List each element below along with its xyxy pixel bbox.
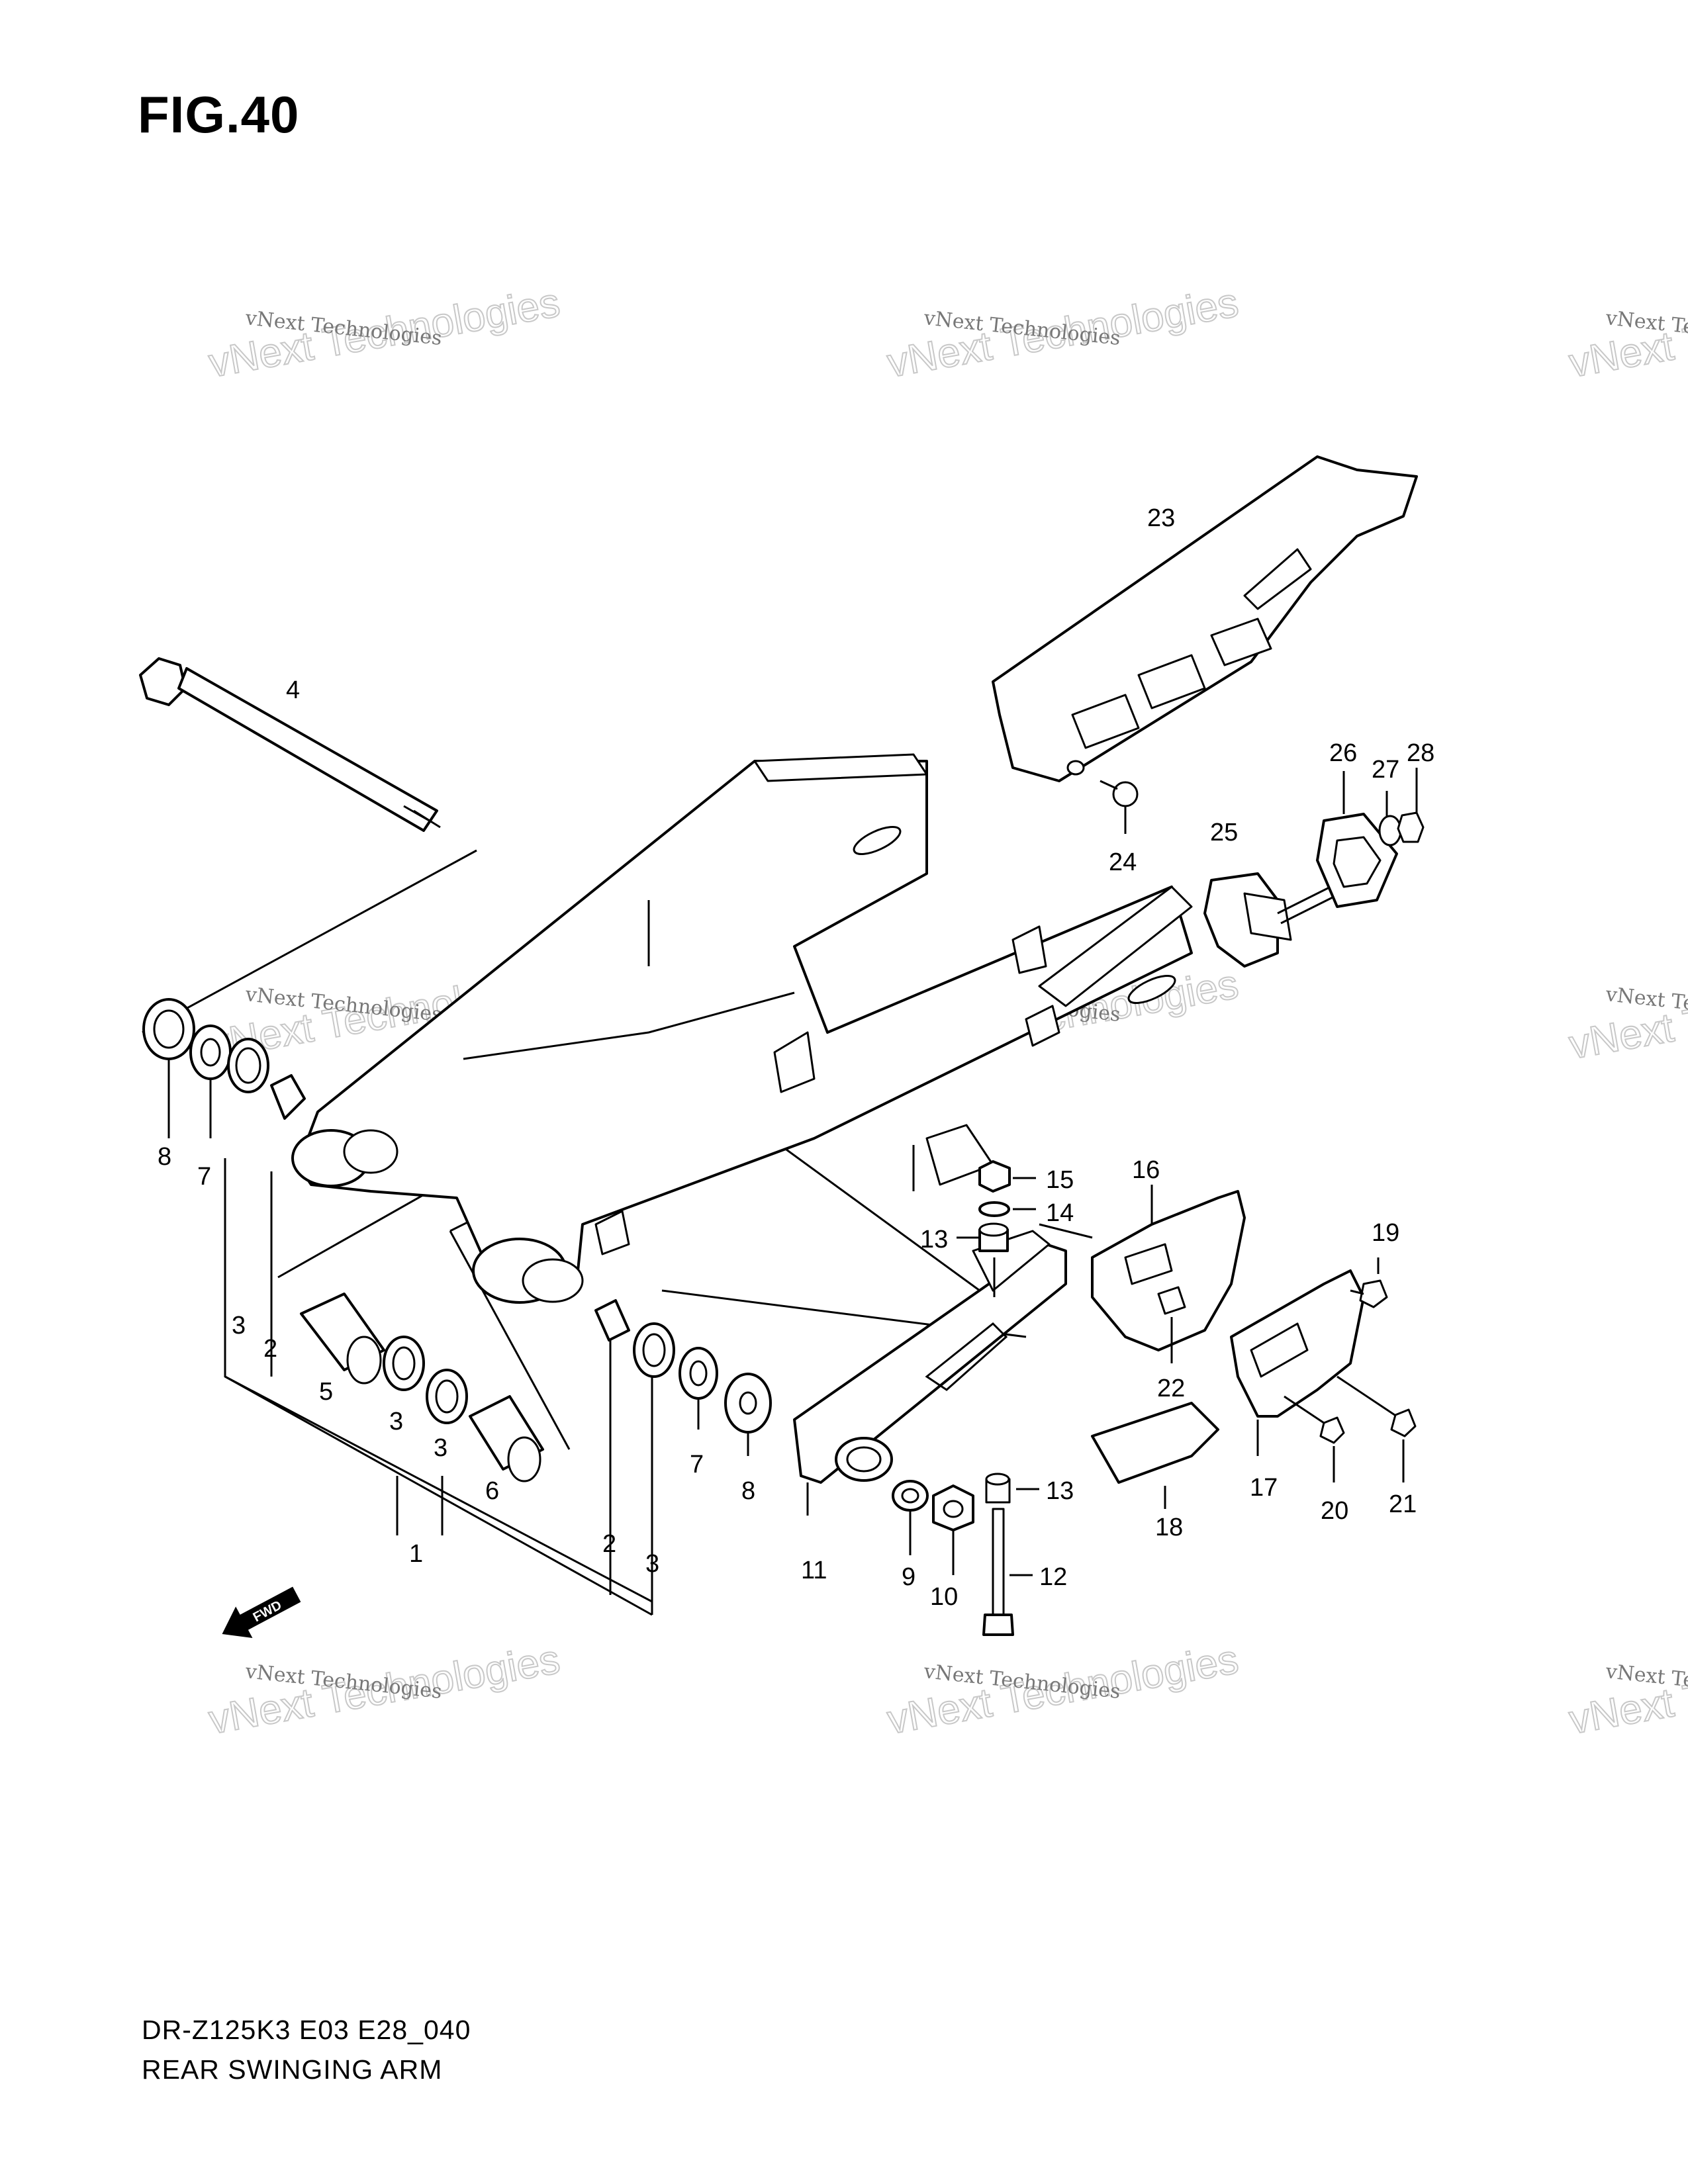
- callout-label: 8: [741, 1477, 755, 1505]
- callout-labels: 4 23 24 25 26 27 28 8 7 3 2 5 3 3 6 1 2 …: [158, 504, 1434, 1611]
- upper-nut-stack: [957, 1160, 1036, 1297]
- callout-label: 2: [602, 1530, 616, 1558]
- watermark: vNext Technologies: [1566, 962, 1688, 1068]
- callout-label: 18: [1155, 1514, 1183, 1541]
- callout-label: 27: [1372, 756, 1399, 784]
- callout-label: 3: [645, 1550, 659, 1578]
- nut-washer: [892, 1480, 974, 1575]
- pin-22: [1157, 1286, 1186, 1363]
- callout-label: 22: [1157, 1375, 1185, 1402]
- callout-label: 7: [197, 1163, 211, 1191]
- pivot-bolt: [139, 657, 441, 832]
- callout-label: 23: [1147, 504, 1175, 532]
- callout-label: 21: [1389, 1490, 1417, 1518]
- lower-bolt: [982, 1473, 1039, 1636]
- plate-17: [1230, 1269, 1365, 1456]
- bolts-20-21: [1284, 1375, 1417, 1482]
- callout-label: 1: [409, 1540, 423, 1568]
- callout-label: 19: [1372, 1219, 1399, 1247]
- callout-label: 16: [1132, 1156, 1160, 1184]
- collar-stack: [300, 1293, 544, 1482]
- callout-label: 13: [920, 1226, 948, 1253]
- bolt-24: [1100, 780, 1139, 834]
- callout-label: 10: [930, 1583, 958, 1611]
- callout-label: 5: [319, 1378, 333, 1406]
- callout-label: 15: [1046, 1166, 1074, 1194]
- callout-label: 11: [801, 1557, 827, 1584]
- chain-case: [992, 455, 1418, 782]
- callout-label: 20: [1321, 1497, 1348, 1525]
- callout-label: 4: [286, 676, 300, 704]
- callout-label: 28: [1407, 739, 1434, 767]
- callout-label: 12: [1039, 1563, 1067, 1591]
- diagram-caption: REAR SWINGING ARM: [142, 2054, 443, 2085]
- swing-arm: [291, 753, 1193, 1304]
- callout-label: 3: [434, 1434, 447, 1462]
- diagram-code: DR-Z125K3 E03 E28_040: [142, 2015, 471, 2045]
- forward-arrow-icon: [222, 1586, 301, 1639]
- callout-label: 13: [1046, 1477, 1074, 1505]
- pivot-seal-stack: [142, 998, 306, 1138]
- callout-label: 25: [1210, 819, 1238, 846]
- right-seal-stack: [594, 1299, 772, 1456]
- forward-direction-badge: FWD: [222, 1586, 301, 1639]
- figure-title: FIG.40: [138, 85, 300, 144]
- callout-label: 24: [1109, 848, 1137, 876]
- callout-label: 26: [1329, 739, 1357, 767]
- block-18: [1091, 1402, 1219, 1509]
- bracket-16: [1091, 1185, 1246, 1351]
- callout-label: 7: [690, 1451, 704, 1479]
- callout-label: 2: [263, 1335, 277, 1363]
- callout-label: 8: [158, 1143, 171, 1171]
- bolt-19: [1350, 1257, 1388, 1308]
- callout-label: 6: [485, 1477, 499, 1505]
- callout-label: 14: [1046, 1199, 1074, 1227]
- callout-label: 9: [902, 1563, 915, 1591]
- chain-slider: [793, 1230, 1067, 1516]
- callout-label: 3: [232, 1312, 246, 1340]
- callout-label: 17: [1250, 1474, 1278, 1502]
- callout-label: 3: [389, 1408, 403, 1435]
- chain-adjuster-set: [1203, 768, 1425, 968]
